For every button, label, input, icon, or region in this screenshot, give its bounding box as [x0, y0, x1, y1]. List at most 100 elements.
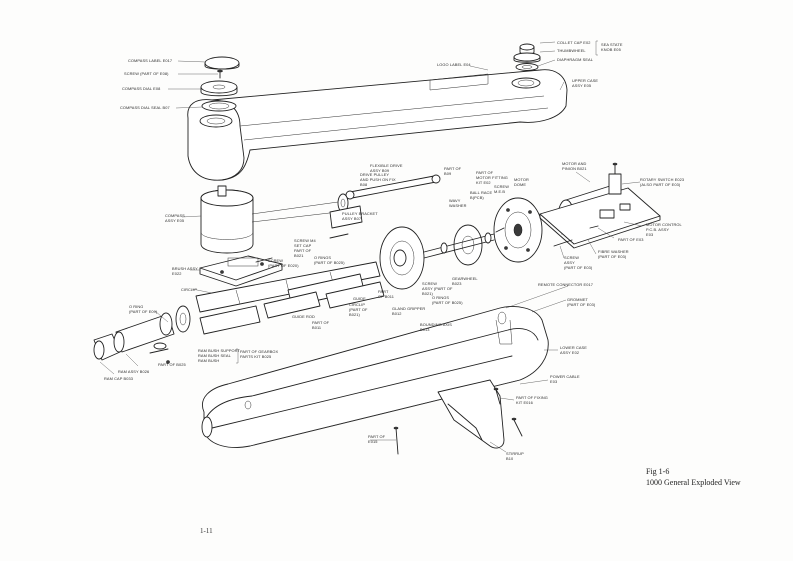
svg-text:ASSY E05: ASSY E05: [165, 218, 184, 223]
label-fibre-washer: FIBRE WASHER: [598, 249, 629, 254]
svg-text:B(PCB): B(PCB): [470, 195, 484, 200]
label-pulley-bracket: PULLEY BRACKET: [342, 211, 378, 216]
svg-text:ASSY B07: ASSY B07: [342, 216, 361, 221]
compass-dial-seal-part: [201, 100, 237, 112]
svg-text:(ALSO PART OF E03): (ALSO PART OF E03): [640, 182, 681, 187]
label-o-ring-b011: O RINGS: [432, 295, 449, 300]
label-circlip-left: CIRCLIP: [181, 287, 197, 292]
svg-text:ASSY: ASSY: [564, 260, 575, 265]
upper-case-part: [187, 69, 568, 181]
label-motor-and-pinion: MOTOR AND: [562, 161, 586, 166]
ram-bush-assy-part: [113, 305, 191, 353]
label-guide-rod: GUIDE ROD: [292, 314, 315, 319]
label-screw-part-of-e020: SCREW: [268, 258, 283, 263]
svg-text:KIT E02: KIT E02: [476, 180, 491, 185]
rotary-switch-part: [608, 162, 622, 195]
label-logo-label: LOGO LABEL E04: [437, 62, 471, 67]
label-part-of-e02: PART OF E03: [618, 237, 644, 242]
ram-cap-part: [93, 333, 121, 361]
svg-text:ASSY E02: ASSY E02: [560, 350, 579, 355]
fixing-kit-part: [493, 387, 523, 437]
label-part-of-motor-fitting: PART OF: [476, 170, 494, 175]
label-part-of-e015: PART OF: [368, 434, 386, 439]
label-power-cable: POWER CABLE: [550, 374, 580, 379]
thumbwheel-part: [513, 52, 541, 63]
brush-assy-part: [199, 255, 283, 287]
label-drive-pulley: DRIVE PULLEY: [360, 172, 389, 177]
svg-text:ASSY (PART OF: ASSY (PART OF: [422, 286, 453, 291]
svg-text:B012: B012: [392, 311, 402, 316]
label-upper-case: UPPER CASE: [572, 78, 598, 83]
label-o-ring-left: O RING: [129, 304, 143, 309]
label-part-of-b09: PART OF: [444, 166, 462, 171]
sea-state-bracket: [595, 40, 598, 56]
label-compass-dial-seal: COMPASS DIAL SEAL B07: [120, 105, 170, 110]
label-sea-state-knob: SEA STATE: [601, 42, 623, 47]
label-gearbox-kit: PART OF GEARBOX: [240, 349, 279, 354]
svg-text:OF B011: OF B011: [378, 294, 394, 299]
svg-text:B021): B021): [422, 291, 433, 296]
svg-text:SET CAP: SET CAP: [294, 243, 312, 248]
svg-text:B023: B023: [452, 281, 462, 286]
svg-text:DOME: DOME: [514, 182, 526, 187]
svg-text:(PART OF B025): (PART OF B025): [314, 260, 345, 265]
compass-assy-part: [200, 185, 254, 254]
small-screws: [255, 225, 599, 263]
seals-and-bushes: [149, 342, 170, 364]
label-screw-m: SCREW: [494, 184, 509, 189]
svg-text:PINION B021: PINION B021: [562, 166, 587, 171]
svg-text:E022: E022: [172, 271, 182, 276]
svg-text:(PART OF: (PART OF: [349, 307, 368, 312]
svg-text:E03: E03: [646, 232, 653, 237]
svg-text:B10: B10: [506, 456, 514, 461]
label-ram-assy: RAM ASSY B026: [118, 369, 149, 374]
svg-text:(PART OF E03): (PART OF E03): [564, 265, 593, 270]
compass-screw-part: [217, 69, 223, 79]
flexible-drive-part: [345, 174, 441, 200]
motor-control-pcb-part: [539, 187, 661, 249]
svg-text:MOTOR FITTING: MOTOR FITTING: [476, 175, 508, 180]
svg-text:B021: B021: [294, 253, 304, 258]
label-bounding-axis: BOUNDING AXIS: [420, 322, 452, 327]
label-rotary-switch: ROTARY SWITCH E023: [640, 177, 684, 182]
label-part-of-b011: PART OF: [312, 320, 330, 325]
ram-shaft-assembly: [195, 261, 385, 335]
label-grommet: GROMMET: [567, 297, 589, 302]
label-gland-grip: GLAND GRIPPER: [392, 306, 425, 311]
label-motor-dome: MOTOR: [514, 177, 529, 182]
label-flexible-drive: FLEXIBLE DRIVE: [370, 163, 403, 168]
svg-text:AND PUSH ON FIX: AND PUSH ON FIX: [360, 177, 396, 182]
part-labels: COMPASS LABEL E017 SCREW (PART OF E08) C…: [104, 40, 684, 461]
svg-text:PARTS KIT B025: PARTS KIT B025: [240, 354, 271, 359]
leader-lines: [99, 41, 643, 453]
label-screw-assy-mid: SCREW: [422, 281, 437, 286]
svg-text:WASHER: WASHER: [449, 203, 467, 208]
label-ram-bush-support: RAM BUSH SUPPORT: [198, 348, 240, 353]
label-lower-case: LOWER CASE: [560, 345, 587, 350]
page-number: 1-11: [200, 527, 213, 535]
label-fixing-kit: PART OF FIXING: [516, 395, 548, 400]
svg-text:B011: B011: [312, 325, 321, 330]
label-compass-assy: COMPASS: [165, 213, 185, 218]
drive-pulley-part: [337, 193, 349, 213]
svg-text:(PART OF E09): (PART OF E09): [129, 309, 158, 314]
label-motor-control-pcb: MOTOR CONTROL: [646, 222, 683, 227]
svg-text:E03: E03: [550, 379, 557, 384]
svg-text:E015: E015: [368, 439, 378, 444]
svg-text:B08: B08: [360, 182, 367, 187]
bottom-screw-part: [393, 426, 399, 455]
gearbox-discs: [379, 197, 543, 290]
svg-text:(PART OF E020): (PART OF E020): [268, 263, 299, 268]
pulley-bracket-part: [329, 205, 363, 229]
compass-dial-part: [200, 80, 238, 97]
label-compass-screw: SCREW (PART OF E08): [124, 71, 169, 76]
label-screw-assy: SCREW: [564, 255, 579, 260]
label-part-of-b025: PART OF B025: [158, 362, 186, 367]
label-gearwheel: GEARWHEEL: [452, 276, 478, 281]
svg-text:B021): B021): [349, 312, 360, 317]
label-guide: GUIDE: [353, 296, 366, 301]
svg-text:(PART OF E03): (PART OF E03): [598, 254, 627, 259]
stirrup-part: [437, 379, 505, 449]
